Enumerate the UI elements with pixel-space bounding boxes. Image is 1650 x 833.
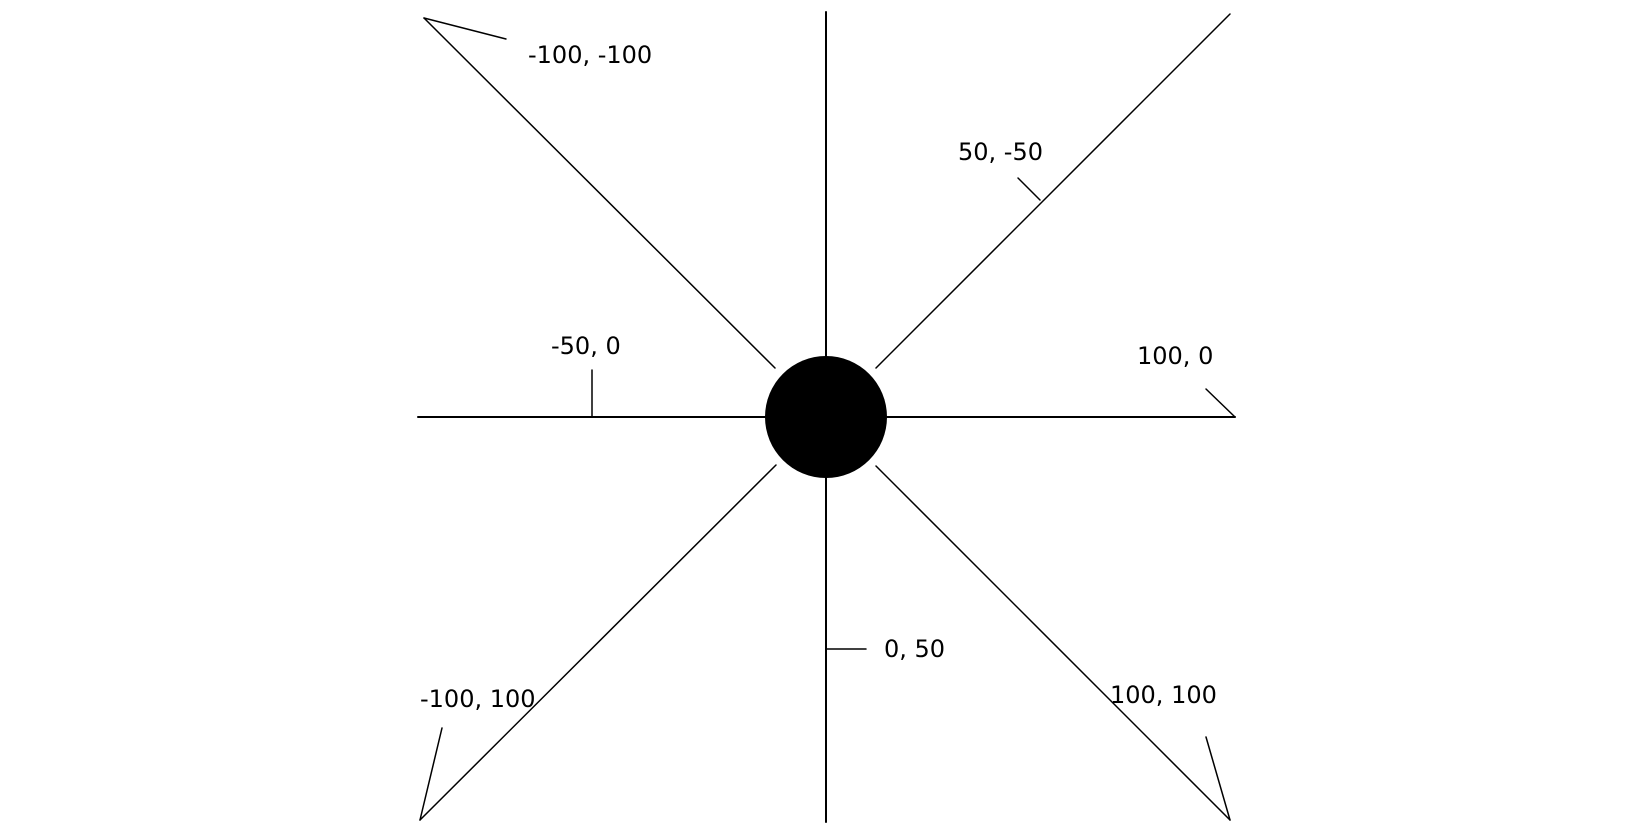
center-dot (765, 356, 887, 478)
diagonal-top-left (423, 17, 776, 369)
label-bottom-right: 100, 100 (1110, 681, 1217, 709)
diagonal-bottom-left (419, 464, 777, 821)
label-left: -50, 0 (551, 332, 621, 360)
diagonal-top-right (875, 13, 1231, 369)
tick-upper-right (1017, 177, 1041, 201)
leader-right (1205, 388, 1236, 418)
label-bottom-left: -100, 100 (420, 685, 536, 713)
label-right: 100, 0 (1137, 342, 1213, 370)
leader-bottom-right (1205, 736, 1231, 821)
leader-top-left (423, 17, 507, 40)
label-bottom-mid: 0, 50 (884, 635, 945, 663)
label-upper-right: 50, -50 (958, 138, 1043, 166)
diagonal-bottom-right (875, 465, 1231, 821)
leader-bottom-left (419, 727, 443, 821)
label-top-left: -100, -100 (528, 41, 652, 69)
